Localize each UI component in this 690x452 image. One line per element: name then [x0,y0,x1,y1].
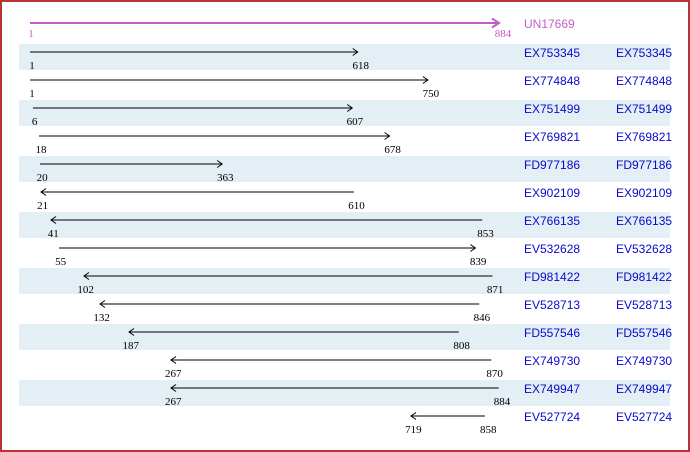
read-end-coord: 858 [479,424,497,436]
read-accession-link[interactable]: EX774848 [524,74,581,88]
read-accession-link[interactable]: EX766135 [524,214,581,228]
read-accession-link[interactable]: EX749730 [524,354,581,368]
read-accession-link[interactable]: EV527724 [524,410,581,424]
row-stripe [19,380,670,406]
read-accession-link[interactable]: FD981422 [524,270,581,284]
read-accession-link[interactable]: EX751499 [524,102,581,116]
read-end-coord: 610 [348,200,365,212]
read-arrow [39,187,354,196]
read-accession-link-secondary[interactable]: EV527724 [616,410,673,424]
read-accession-link-secondary[interactable]: EX751499 [616,102,673,116]
read-accession-link-secondary[interactable]: EV532628 [616,242,673,256]
read-start-coord: 719 [405,424,422,436]
contig-arrow [30,17,501,28]
read-arrow [30,47,359,56]
read-end-coord: 607 [346,116,364,128]
read-arrow [30,75,429,84]
row-stripe [19,156,670,182]
read-arrow [127,327,459,336]
read-end-coord: 853 [477,228,494,240]
read-end-coord: 808 [453,340,470,352]
read-accession-link-secondary[interactable]: EX774848 [616,74,673,88]
read-arrow [170,383,499,392]
read-start-coord: 1 [29,88,35,100]
read-start-coord: 132 [93,312,110,324]
contig-end-coord: 884 [494,28,512,40]
read-accession-link-secondary[interactable]: EX902109 [616,186,673,200]
read-accession-link-secondary[interactable]: EX766135 [616,214,673,228]
read-end-coord: 618 [352,60,369,72]
read-start-coord: 267 [165,368,182,380]
read-start-coord: 1 [29,60,35,72]
contig-start-coord: 1 [28,28,34,40]
read-accession-link-secondary[interactable]: FD977186 [616,158,673,172]
read-accession-link[interactable]: EX749947 [524,382,581,396]
read-accession-link-secondary[interactable]: EX769821 [616,130,673,144]
read-start-coord: 55 [55,256,67,268]
read-arrow [98,299,479,308]
read-accession-link-secondary[interactable]: EV528713 [616,298,673,312]
read-accession-link[interactable]: FD977186 [524,158,581,172]
read-end-coord: 884 [493,396,511,408]
read-arrow [170,355,492,364]
read-accession-link-secondary[interactable]: FD981422 [616,270,673,284]
read-arrow [39,131,391,140]
read-end-coord: 750 [422,88,440,100]
read-end-coord: 870 [486,368,503,380]
row-stripe [19,212,670,238]
read-end-coord: 846 [473,312,491,324]
read-arrow [82,271,493,280]
read-end-coord: 678 [384,144,401,156]
read-accession-link-secondary[interactable]: EX749947 [616,382,673,396]
read-accession-link-secondary[interactable]: FD557546 [616,326,673,340]
row-stripe [19,100,670,126]
read-accession-link[interactable]: EX902109 [524,186,581,200]
read-accession-link[interactable]: FD557546 [524,326,581,340]
read-start-coord: 18 [35,144,47,156]
contig-name-label: UN17669 [524,17,575,31]
read-accession-link[interactable]: EX769821 [524,130,581,144]
row-stripe [19,324,670,350]
read-start-coord: 20 [36,172,48,184]
read-accession-link[interactable]: EV528713 [524,298,581,312]
read-accession-link-secondary[interactable]: EX749730 [616,354,673,368]
read-start-coord: 102 [77,284,94,296]
read-arrow [40,159,224,168]
read-accession-link[interactable]: EX753345 [524,46,581,60]
read-end-coord: 363 [217,172,234,184]
read-start-coord: 41 [47,228,59,240]
row-stripe [19,44,670,70]
read-start-coord: 187 [122,340,140,352]
read-start-coord: 21 [37,200,49,212]
read-end-coord: 871 [486,284,504,296]
read-start-coord: 267 [165,396,182,408]
read-arrow [32,103,353,112]
row-stripe [19,268,670,294]
read-arrow [58,243,476,252]
read-accession-link[interactable]: EV532628 [524,242,581,256]
read-accession-link-secondary[interactable]: EX753345 [616,46,673,60]
read-arrow [50,215,483,224]
read-arrow [410,411,486,420]
read-start-coord: 6 [31,116,38,128]
read-end-coord: 839 [469,256,487,268]
